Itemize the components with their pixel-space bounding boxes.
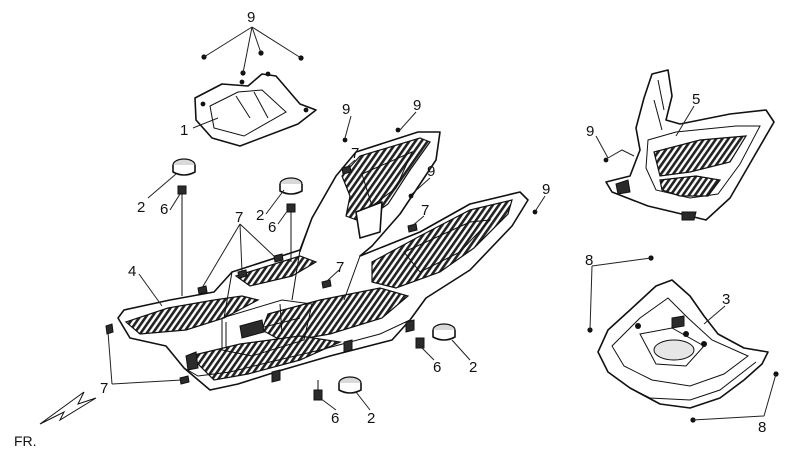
callout-labels: 9 1 2 6 2 6 7 4 7 9 7 9 9 7 7 9 6 2 6 2 … — [100, 9, 766, 436]
callout-7-fan: 7 — [235, 209, 243, 226]
callout-3: 3 — [722, 291, 730, 308]
callout-6-bottom: 6 — [331, 410, 339, 427]
callout-2-bottom: 2 — [367, 410, 375, 427]
leader-lines — [107, 26, 777, 421]
callout-9-top: 9 — [247, 9, 255, 26]
grommet-bolt-sets — [172, 158, 456, 401]
callout-5: 5 — [692, 91, 700, 108]
callout-6-mid: 6 — [268, 219, 276, 236]
front-inner-cover-part — [605, 69, 775, 221]
callout-2-left: 2 — [137, 199, 145, 216]
cover-screws — [201, 50, 304, 76]
callout-2-right: 2 — [469, 359, 477, 376]
lower-front-cover-part — [597, 279, 769, 409]
callout-9-center: 9 — [342, 101, 350, 118]
front-direction-indicator: FR. — [14, 391, 97, 449]
callout-9-center-right: 9 — [413, 97, 421, 114]
callout-9-far-right: 9 — [586, 123, 594, 140]
callout-8-bottom: 8 — [758, 419, 766, 436]
callout-7-center-lower: 7 — [336, 259, 344, 276]
callout-2-mid: 2 — [256, 207, 264, 224]
front-direction-label: FR. — [14, 433, 37, 449]
callout-9-right: 9 — [542, 181, 550, 198]
inspection-cover-part — [194, 71, 317, 147]
frame-screws — [342, 127, 609, 215]
callout-4: 4 — [128, 263, 136, 280]
callout-6-left: 6 — [160, 201, 168, 218]
callout-9-mid-right: 9 — [427, 163, 435, 180]
callout-7-mid-right: 7 — [421, 202, 429, 219]
clip-nuts — [105, 165, 418, 385]
callout-8-top: 8 — [585, 252, 593, 269]
callout-7-lower: 7 — [100, 380, 108, 397]
callout-1: 1 — [180, 122, 188, 139]
callout-7-center: 7 — [351, 145, 359, 162]
callout-6-right: 6 — [433, 359, 441, 376]
floor-panel-part — [117, 131, 529, 391]
